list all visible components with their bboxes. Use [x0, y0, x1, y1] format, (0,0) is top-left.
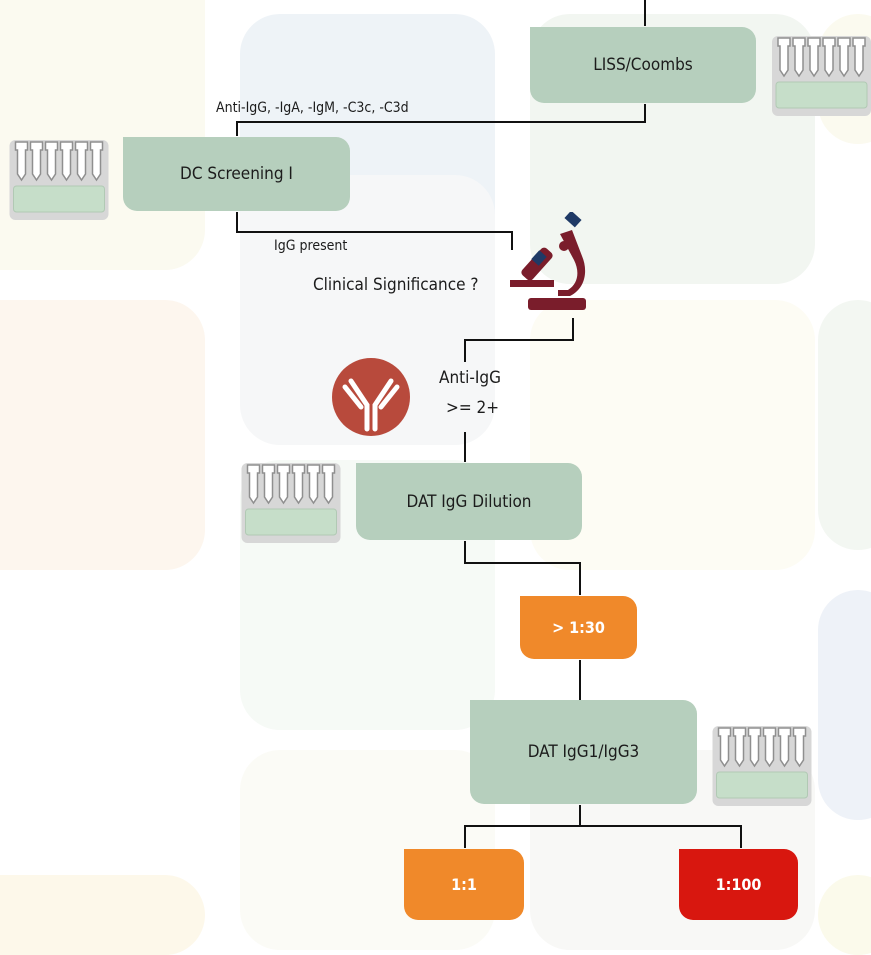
- bg-tile: [0, 0, 205, 270]
- label-anti-panel: Anti-IgG, -IgA, -IgM, -C3c, -C3d: [216, 100, 409, 116]
- label-igg-present: IgG present: [274, 238, 348, 254]
- label-anti-igg: Anti-IgG: [439, 368, 501, 388]
- label-clinical-significance: Clinical Significance ?: [313, 275, 479, 295]
- microscope-icon: [510, 212, 586, 310]
- bg-tile: [818, 300, 871, 550]
- node-dc-screening: DC Screening I: [123, 137, 350, 211]
- gel-card-icon: [241, 463, 341, 543]
- antibody-icon: [332, 358, 410, 436]
- bg-tile: [0, 300, 205, 570]
- node-ratio-gt-1-30: > 1:30: [520, 596, 637, 659]
- gel-card-icon: [712, 726, 812, 806]
- connector-lines: [236, 0, 742, 848]
- node-ratio-1-100: 1:100: [679, 849, 798, 920]
- node-ratio-1-1: 1:1: [404, 849, 524, 920]
- node-liss-coombs: LISS/Coombs: [530, 27, 756, 103]
- label-ge-2plus: >= 2+: [446, 398, 500, 418]
- node-dat-igg-dilution: DAT IgG Dilution: [356, 463, 582, 540]
- gel-card-icon: [9, 140, 109, 220]
- bg-tile: [818, 590, 871, 820]
- node-dat-igg1-igg3: DAT IgG1/IgG3: [470, 700, 697, 804]
- gel-card-icon: [772, 36, 871, 116]
